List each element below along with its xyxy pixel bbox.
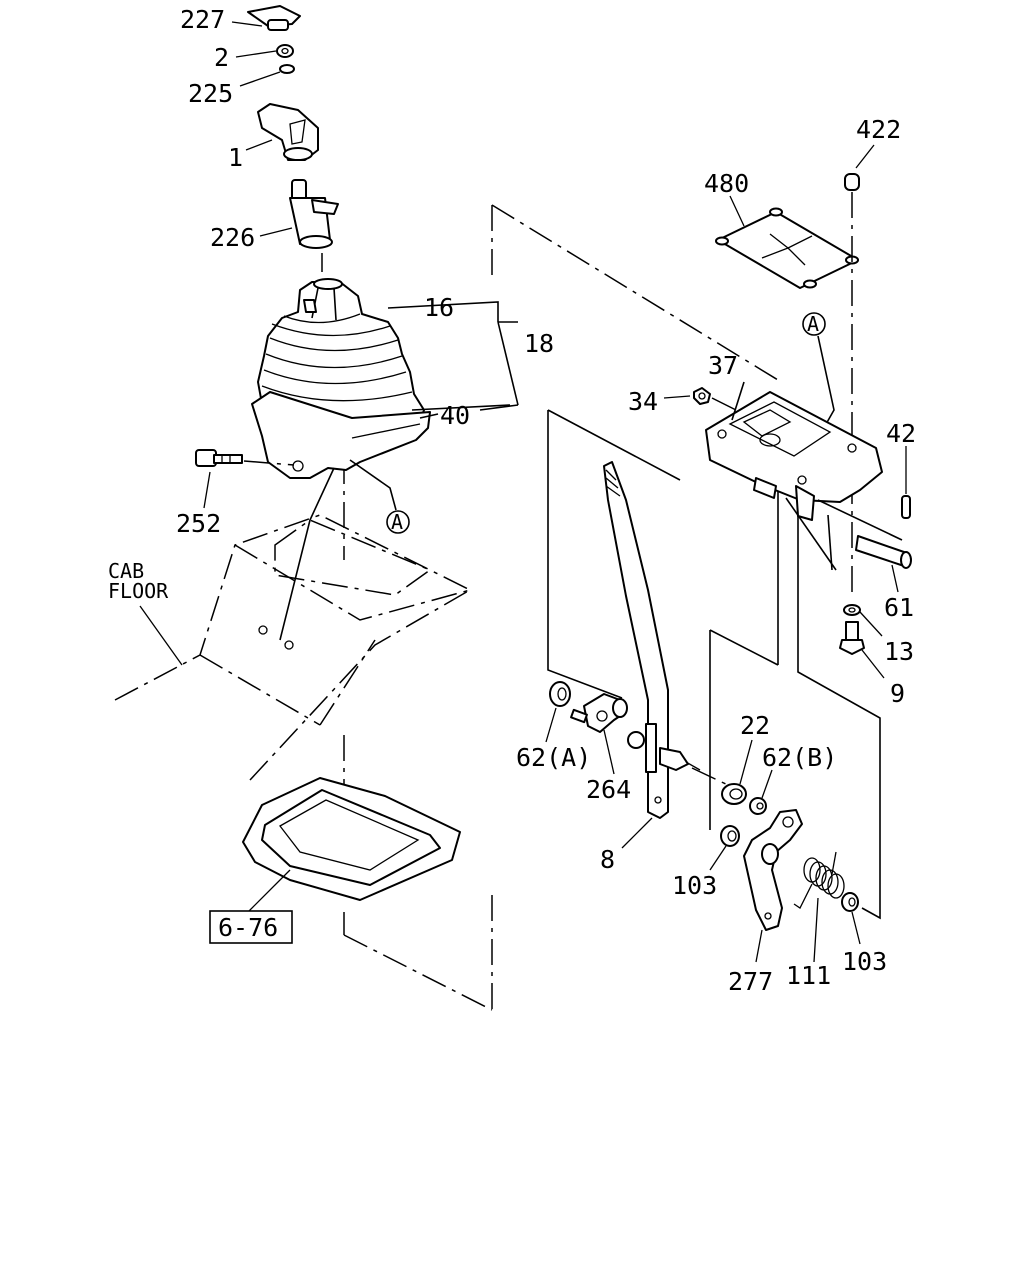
- label-225: 225: [188, 79, 233, 108]
- label-1: 1: [228, 143, 243, 172]
- lever-277: [743, 809, 803, 931]
- floor-plate: [242, 777, 461, 901]
- label-226: 226: [210, 223, 255, 252]
- frame-lines: [547, 409, 881, 920]
- label-40: 40: [440, 401, 470, 430]
- ref-6-76: 6-76: [218, 913, 278, 942]
- label-480: 480: [704, 169, 749, 198]
- shaft-61: [855, 535, 912, 569]
- ball-joint: [627, 731, 701, 771]
- label-18: 18: [524, 329, 554, 358]
- label-cab: CAB: [108, 559, 144, 583]
- label-103-right: 103: [842, 947, 887, 976]
- label-34: 34: [628, 387, 658, 416]
- cab-floor-outline: [114, 458, 471, 830]
- ref-box-6-76: [209, 910, 293, 944]
- spring-111: [793, 851, 845, 909]
- knob-cap-227: [247, 5, 301, 31]
- cover-plate-480: [715, 207, 859, 289]
- shift-knob-1: [257, 103, 319, 161]
- washer-225: [279, 64, 295, 74]
- bolt-252: [195, 449, 243, 467]
- phantom-frame-center: [343, 204, 779, 1011]
- label-264: 264: [586, 775, 631, 804]
- label-61: 61: [884, 593, 914, 622]
- pin-422: [844, 173, 860, 191]
- ref-circle-a-right: [802, 312, 826, 336]
- label-9: 9: [890, 679, 905, 708]
- bushing-103-right: [841, 892, 859, 912]
- label-422: 422: [856, 115, 901, 144]
- label-floor: FLOOR: [108, 579, 169, 603]
- label-42: 42: [886, 419, 916, 448]
- bracket-37: [705, 391, 883, 521]
- label-2: 2: [214, 43, 229, 72]
- bolt-9: [839, 621, 865, 655]
- label-111: 111: [786, 961, 831, 990]
- nut-2: [276, 44, 294, 58]
- label-252: 252: [176, 509, 221, 538]
- adapter-226: [289, 179, 339, 249]
- label-277: 277: [728, 967, 773, 996]
- bushing-62a: [549, 681, 571, 707]
- bushing-22: [721, 783, 747, 805]
- label-8: 8: [600, 845, 615, 874]
- label-22: 22: [740, 711, 770, 740]
- shift-rod-8: [603, 461, 669, 819]
- label-62a: 62(A): [516, 743, 591, 772]
- label-227: 227: [180, 5, 225, 34]
- bushing-103-left: [720, 825, 740, 847]
- nut-34: [693, 387, 711, 405]
- label-16: 16: [424, 293, 454, 322]
- label-103-left: 103: [672, 871, 717, 900]
- pin-42: [901, 495, 911, 519]
- label-a-left: A: [391, 510, 403, 534]
- mount-plate-40: [251, 391, 431, 479]
- washer-13: [843, 604, 861, 616]
- label-13: 13: [884, 637, 914, 666]
- ref-circle-a-left: [386, 510, 410, 534]
- label-37: 37: [708, 351, 738, 380]
- label-a-right: A: [807, 312, 819, 336]
- bracket-264: [570, 693, 628, 733]
- label-62b: 62(B): [762, 743, 837, 772]
- bushing-62b: [749, 797, 767, 815]
